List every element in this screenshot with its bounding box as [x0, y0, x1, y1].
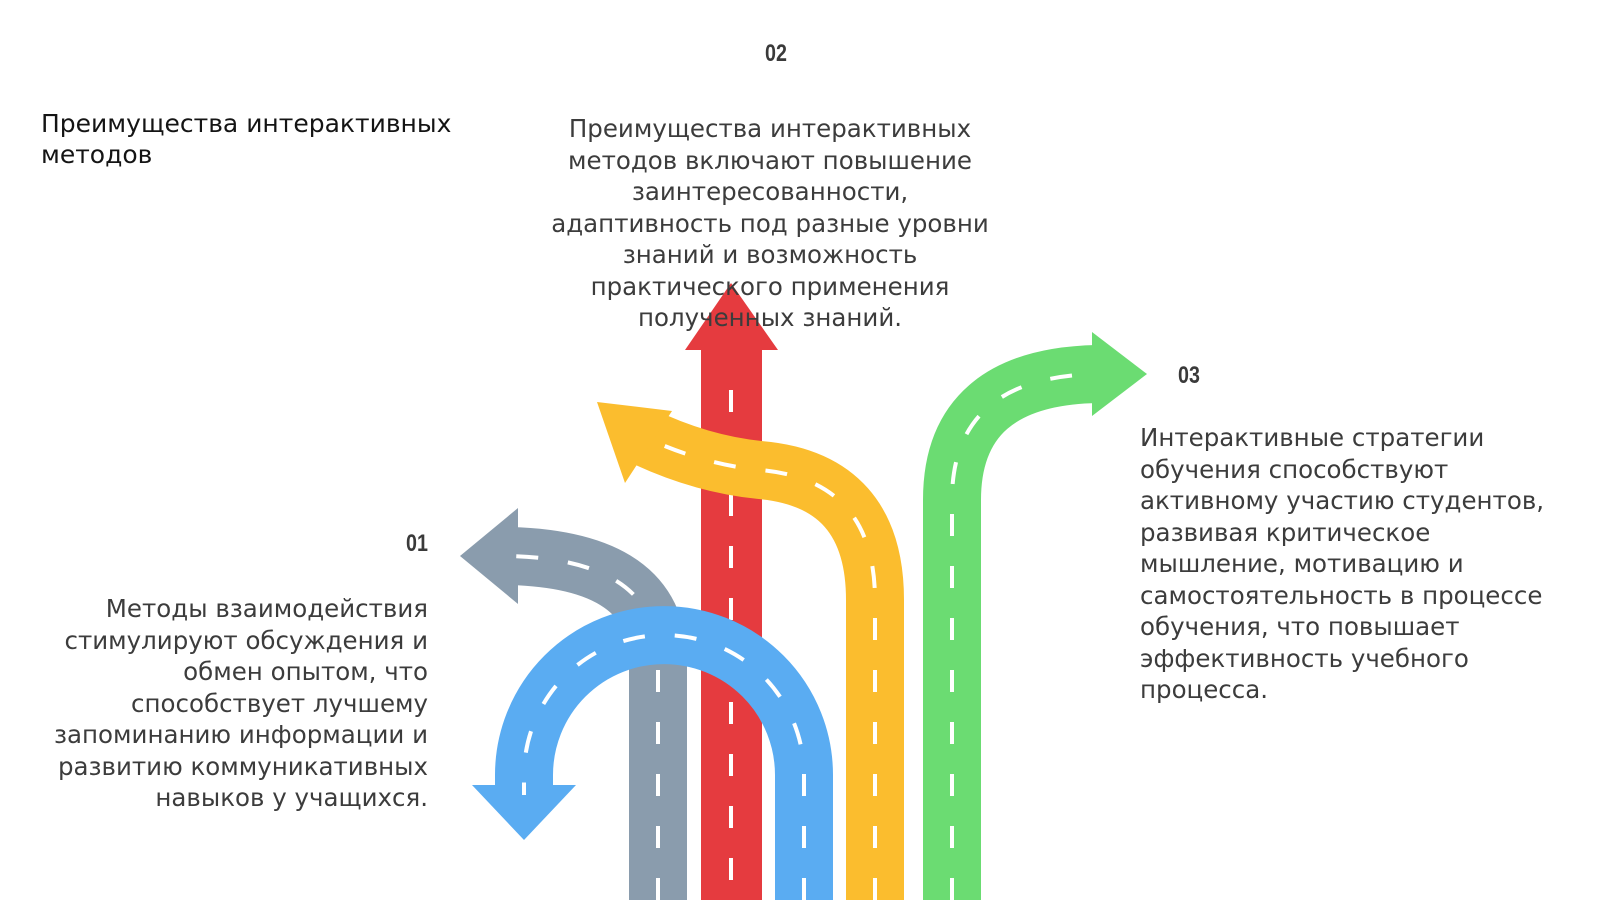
step-description-03: Интерактивные стратегии обучения способс…	[1140, 423, 1545, 704]
yellow-road-arrow-left-icon	[597, 402, 904, 900]
green-road-arrow-right-icon	[923, 332, 1147, 900]
step-description-01: Методы взаимодействия стимулируют обсужд…	[54, 594, 428, 812]
red-road-arrow-up-icon	[685, 283, 778, 900]
step-number-01: 01	[406, 530, 428, 557]
page-title: Преимущества интерактивных методов	[41, 109, 452, 169]
step-description-02: Преимущества интерактивных методов включ…	[551, 114, 989, 332]
step-number-03: 03	[1178, 362, 1200, 389]
blue-road-arrow-down-icon	[472, 606, 833, 900]
step-number-02: 02	[765, 40, 787, 67]
